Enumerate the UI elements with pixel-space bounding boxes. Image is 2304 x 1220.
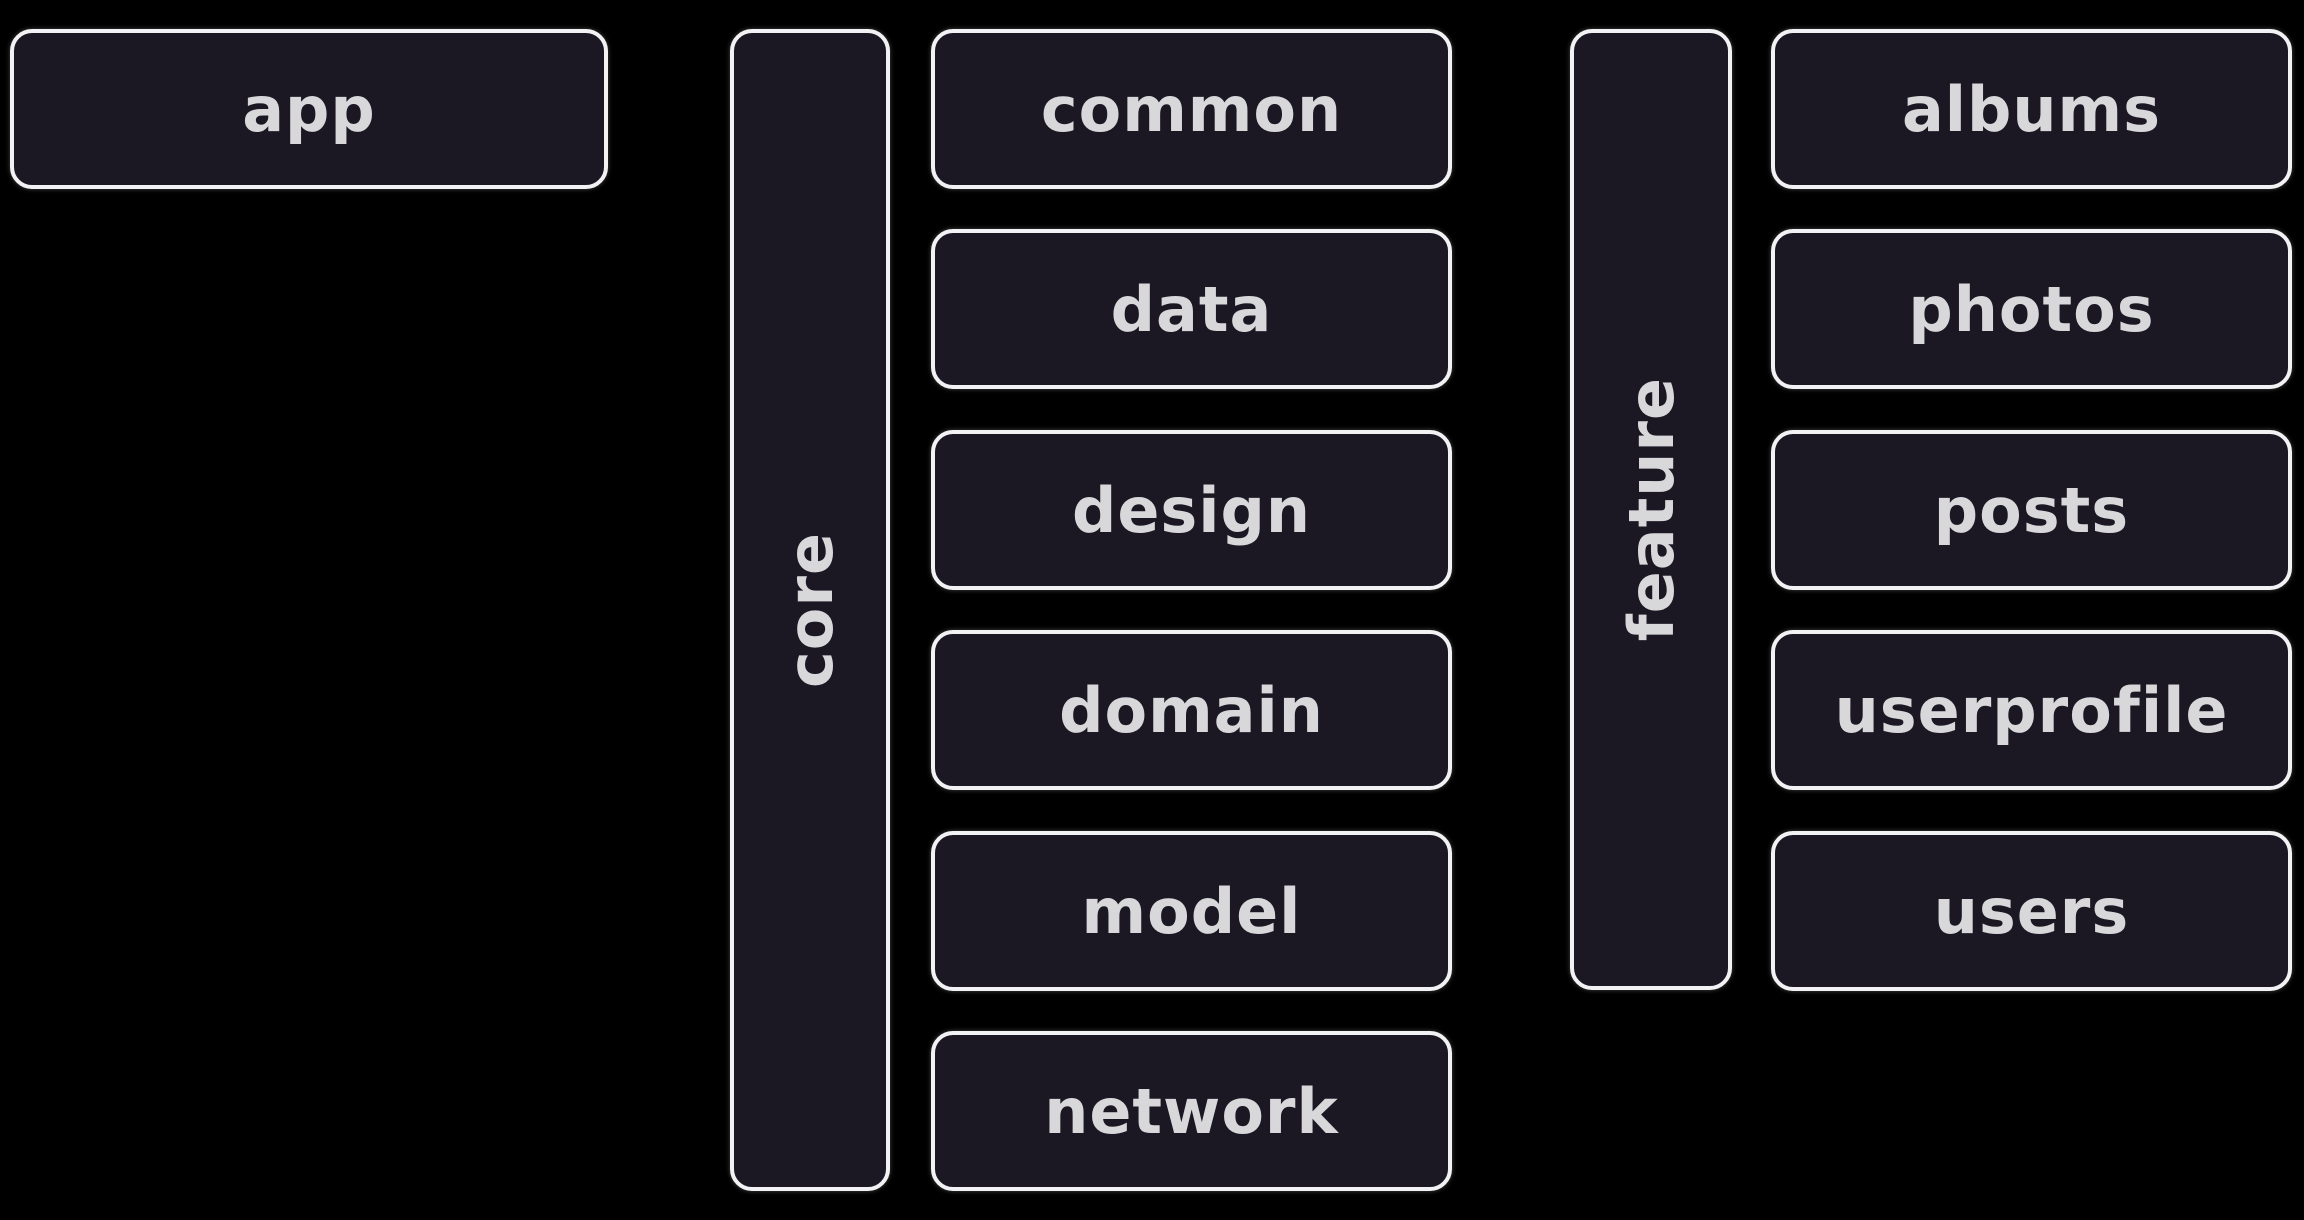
module-label-network: network — [1044, 1074, 1339, 1148]
module-label-users: users — [1933, 874, 2130, 948]
module-label-model: model — [1081, 874, 1302, 948]
group-label-feature: feature — [1614, 377, 1688, 642]
group-label-core: core — [773, 532, 847, 688]
module-box-users: users — [1771, 831, 2292, 991]
module-box-photos: photos — [1771, 229, 2292, 389]
module-box-design: design — [931, 430, 1452, 590]
module-label-posts: posts — [1933, 473, 2130, 547]
module-label-userprofile: userprofile — [1834, 673, 2229, 747]
module-label-data: data — [1110, 272, 1273, 346]
module-box-userprofile: userprofile — [1771, 630, 2292, 790]
module-label-domain: domain — [1059, 673, 1324, 747]
module-box-app: app — [10, 29, 608, 189]
module-box-network: network — [931, 1031, 1452, 1191]
module-label-design: design — [1071, 473, 1312, 547]
module-label-app: app — [242, 72, 376, 146]
group-bar-core: core — [730, 29, 890, 1191]
module-box-albums: albums — [1771, 29, 2292, 189]
module-label-common: common — [1040, 72, 1343, 146]
group-bar-feature: feature — [1570, 29, 1732, 990]
module-label-albums: albums — [1901, 72, 2162, 146]
module-box-model: model — [931, 831, 1452, 991]
module-label-photos: photos — [1908, 272, 2155, 346]
module-box-domain: domain — [931, 630, 1452, 790]
module-box-data: data — [931, 229, 1452, 389]
module-box-posts: posts — [1771, 430, 2292, 590]
module-box-common: common — [931, 29, 1452, 189]
